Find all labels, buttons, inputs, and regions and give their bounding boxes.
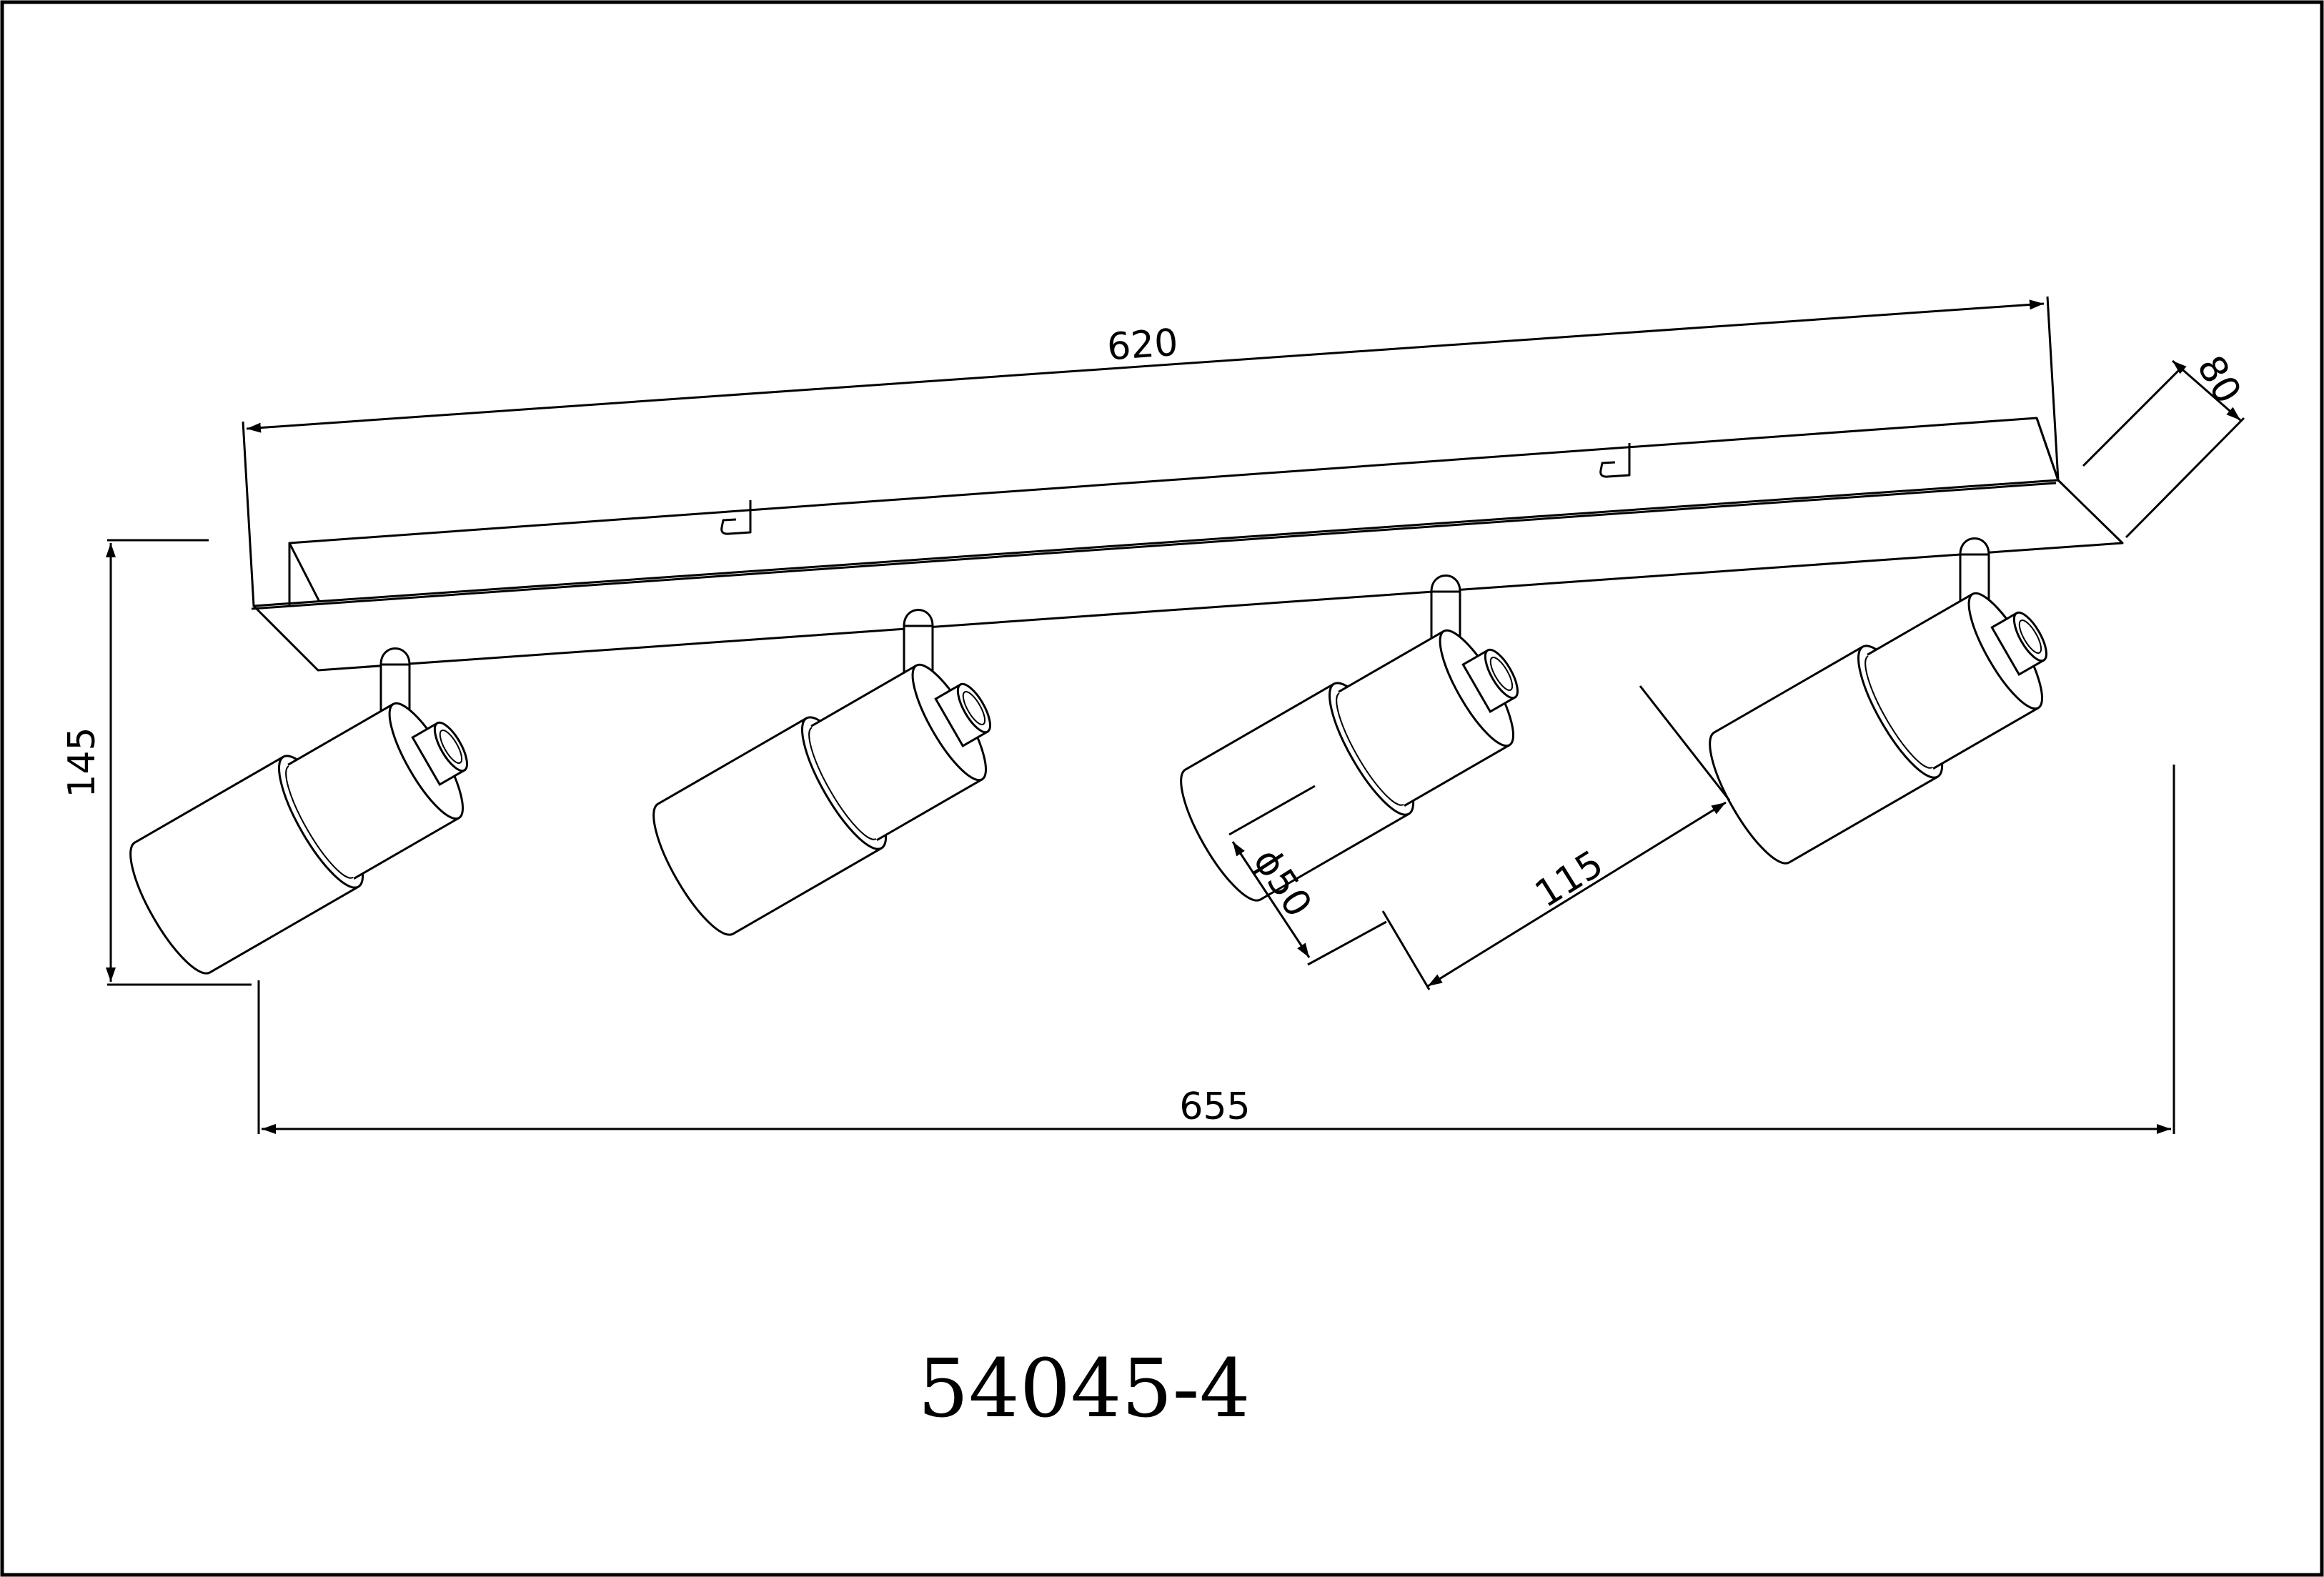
dimension-base-length (242, 296, 2060, 607)
base-plate (251, 417, 2124, 672)
dimension-overall-width (257, 765, 2175, 1134)
dimension-shade-length-label: 115 (1528, 842, 1611, 916)
model-number: 54045-4 (918, 1343, 1250, 1436)
spotlight-3 (1166, 574, 1549, 912)
dimension-base-width-label: 80 (2188, 349, 2249, 411)
dimension-shade-length (1381, 685, 1731, 990)
dimension-base-length-label: 620 (1106, 322, 1179, 369)
spotlight-2 (638, 609, 1022, 946)
dimension-base-width (2082, 359, 2245, 539)
spotlight-4 (1694, 537, 2078, 875)
spotlight-1 (115, 647, 499, 985)
dimension-shade-diameter (1228, 785, 1387, 966)
dimension-height-label: 145 (61, 727, 104, 797)
dimension-overall-width-label: 655 (1179, 1085, 1250, 1128)
dimension-height (106, 539, 252, 986)
